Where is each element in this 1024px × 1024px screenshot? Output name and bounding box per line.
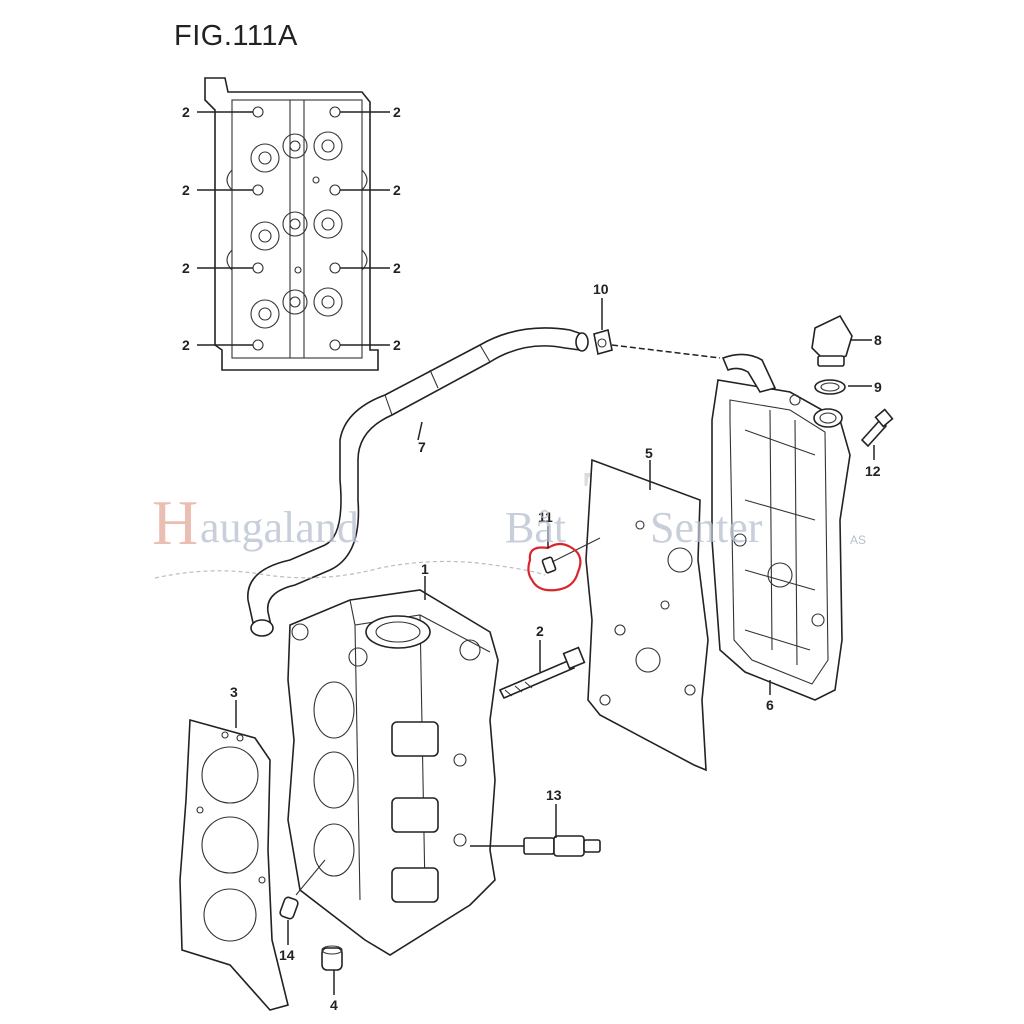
watermark-chain-line	[154, 560, 546, 579]
watermark: H augaland Båt Senter AS	[152, 487, 866, 558]
part-14-dowel	[279, 859, 326, 920]
watermark-word-1: augaland	[200, 503, 359, 552]
part-9-o-ring	[814, 379, 846, 395]
part-13-spark-plug	[470, 835, 601, 857]
callout-5: 5	[645, 445, 653, 461]
callout-inset-2-a: 2	[182, 104, 190, 120]
watermark-word-3: Senter	[650, 503, 763, 552]
callout-8: 8	[874, 332, 882, 348]
part-8-cap	[811, 314, 853, 367]
part-10-hose-clamp	[593, 328, 613, 356]
callout-10: 10	[593, 281, 609, 297]
part-6-exhaust-cover	[711, 353, 851, 701]
callout-inset-2-f: 2	[393, 260, 401, 276]
watermark-suffix: AS	[850, 533, 866, 547]
part-5-gasket	[585, 458, 709, 772]
callout-4: 4	[330, 997, 338, 1013]
callout-9: 9	[874, 379, 882, 395]
callout-1: 1	[421, 561, 429, 577]
watermark-initial: H	[152, 487, 198, 558]
callout-3: 3	[230, 684, 238, 700]
callout-inset-2-b: 2	[393, 104, 401, 120]
inset-cylinder-head-top-view	[204, 77, 379, 371]
callout-12: 12	[865, 463, 881, 479]
part-4-pin	[321, 945, 343, 971]
part-7-hose	[247, 327, 589, 637]
part-12-bolt	[860, 408, 894, 448]
callout-inset-2-g: 2	[182, 337, 190, 353]
callout-inset-2-h: 2	[393, 337, 401, 353]
callout-2: 2	[536, 623, 544, 639]
part-1-cylinder-head	[287, 589, 499, 956]
callout-13: 13	[546, 787, 562, 803]
callout-14: 14	[279, 947, 295, 963]
part-3-head-gasket	[179, 718, 289, 1011]
callout-inset-2-d: 2	[393, 182, 401, 198]
inset-leader-lines	[197, 111, 390, 346]
callout-7: 7	[418, 439, 426, 455]
watermark-word-2: Båt	[505, 503, 566, 552]
callout-inset-2-e: 2	[182, 260, 190, 276]
callout-6: 6	[766, 697, 774, 713]
leader-lines	[235, 298, 875, 995]
figure-title: FIG.111A	[174, 20, 298, 52]
part-2-bolt	[498, 646, 586, 700]
callout-inset-2-c: 2	[182, 182, 190, 198]
callout-11: 11	[538, 509, 553, 525]
